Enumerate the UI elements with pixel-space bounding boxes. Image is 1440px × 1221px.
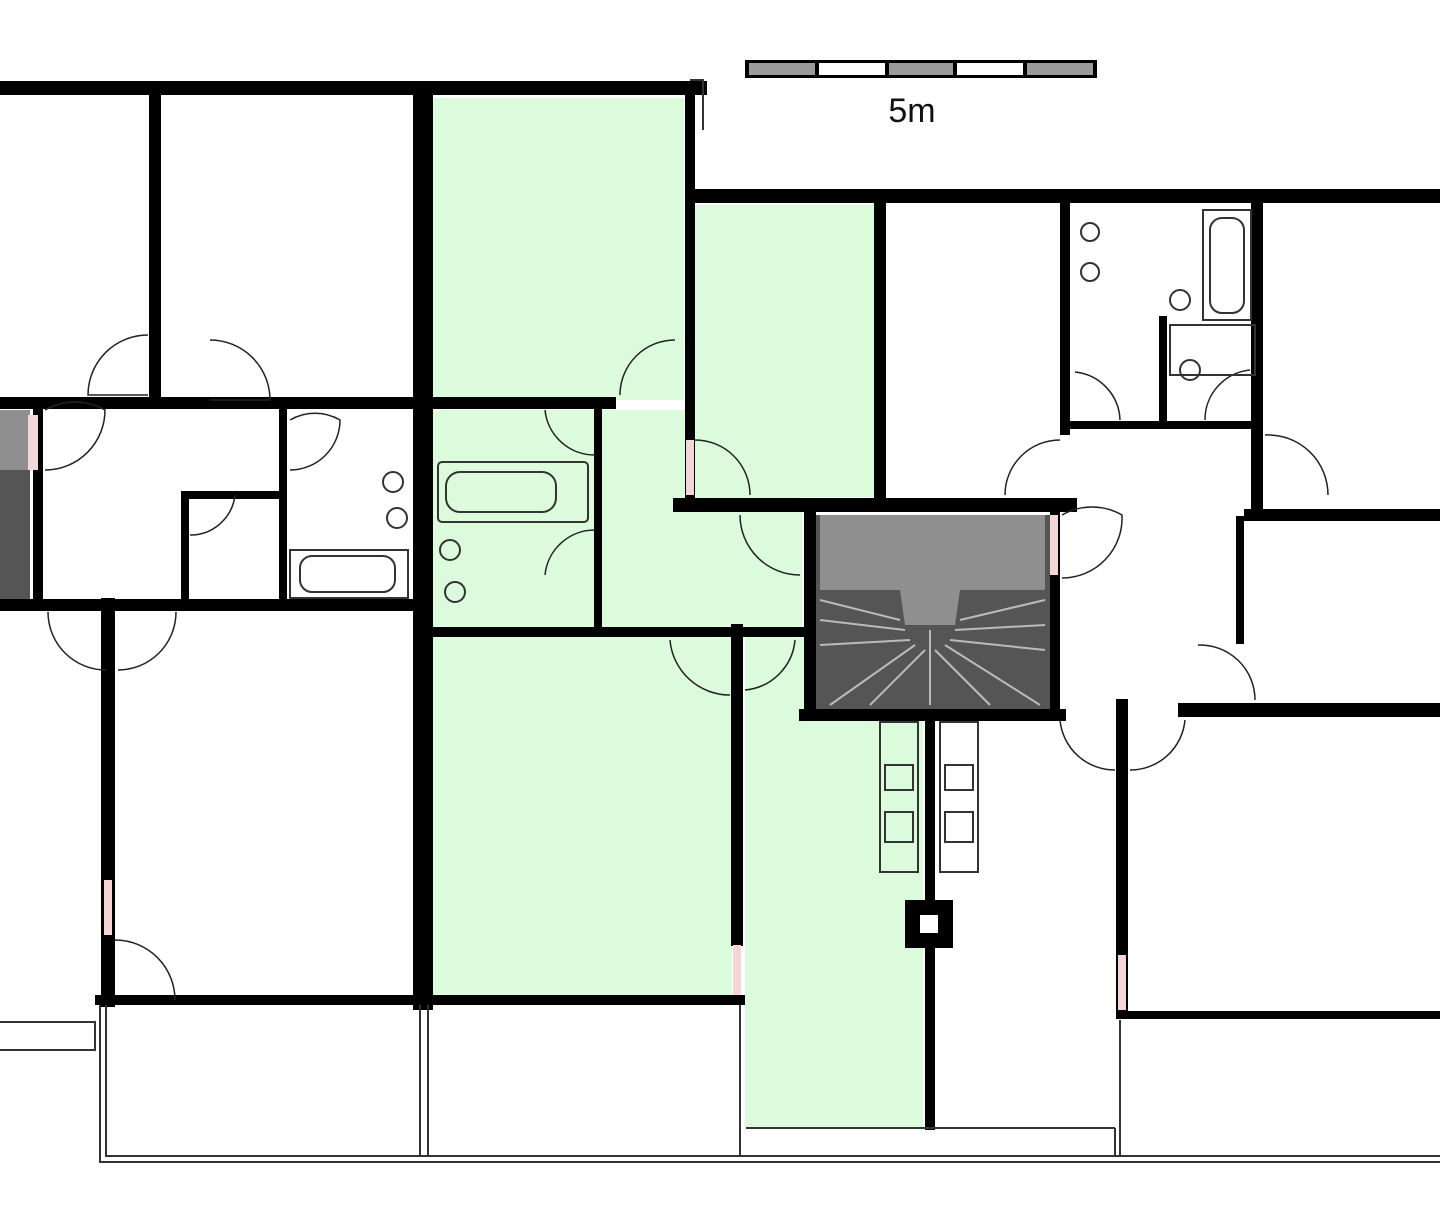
scale-segment	[889, 63, 953, 75]
highlighted-unit	[432, 98, 923, 1127]
scale-segment	[957, 63, 1023, 75]
bathtub-icon	[1202, 209, 1252, 321]
doors	[44, 334, 1329, 1001]
balconies	[0, 79, 1440, 1163]
scale-segment	[749, 63, 815, 75]
scale-segment	[819, 63, 885, 75]
walls	[0, 81, 1440, 1130]
toilet-icon	[382, 471, 404, 493]
openings	[28, 415, 1126, 1010]
scale-segment	[1027, 63, 1093, 75]
sink-icon	[439, 539, 461, 561]
bathtub-icon	[289, 549, 409, 599]
fixtures	[289, 209, 1256, 873]
kitchen-unit-icon	[879, 721, 919, 873]
stairwell	[0, 410, 1050, 710]
scale-label: 5m	[888, 92, 935, 130]
scale-bar: 5m	[745, 60, 1097, 130]
bathtub-icon	[437, 461, 589, 523]
